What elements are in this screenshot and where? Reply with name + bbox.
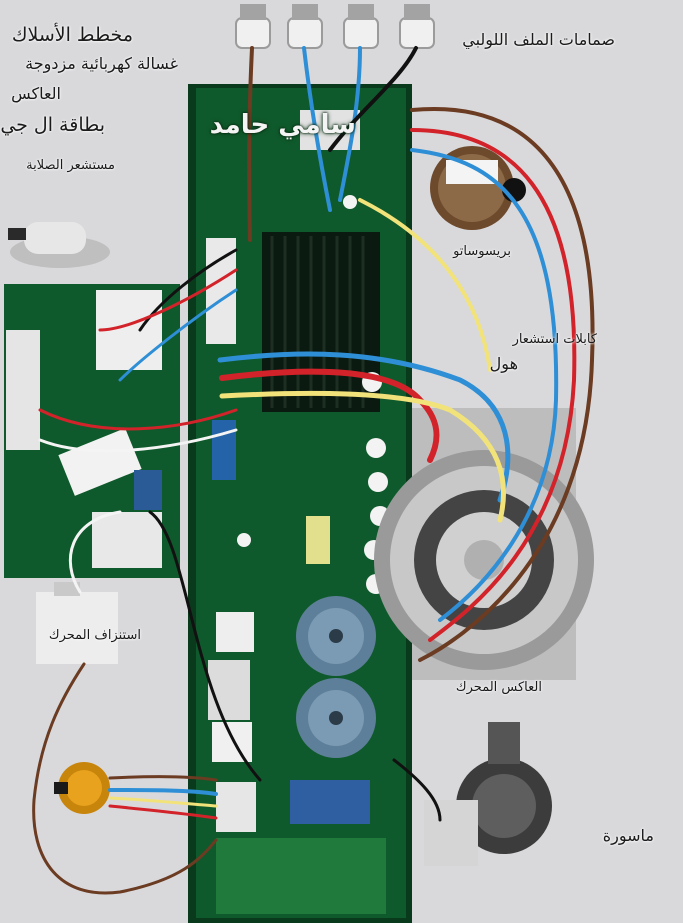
wires [32,46,595,895]
inverter-motor-label: العاكس المحرك [455,680,542,695]
choke [216,838,386,914]
blue-component [212,420,236,480]
solenoid-valves [235,17,435,49]
power-plug [54,762,110,814]
solenoid-valves-label: صمامات الملف اللولبي [462,30,615,49]
hall-label: هول [489,354,518,373]
inverter-motor [374,450,594,670]
connector-block [208,660,250,720]
connector-block [212,722,252,762]
hardness-sensor-label: مستشعر الصلابة [26,158,115,173]
pressostat-label: بريسوساتو [453,244,511,259]
capacitor [296,678,376,758]
hardness-sensor [8,222,110,268]
inverter-board [4,284,180,578]
motor-drain-label: استنزاف المحرك [48,628,141,643]
relay [306,516,330,564]
lg-card-label: بطاقة ال جي [0,114,105,136]
diagram-title: مخطط الأسلاك [11,24,133,46]
watermark-author: سامي حامد [209,110,356,140]
drain-pump [424,722,552,866]
connector-block [206,238,236,344]
heat-sink [262,232,380,412]
inverter-label: العاكس [11,84,61,103]
blue-component [290,780,370,824]
hall-cables-label: كابلات استشعار [512,332,597,347]
drain-motor-part [36,582,118,664]
connector-block [216,782,256,832]
connector-block [216,612,254,652]
main-control-board [188,84,412,923]
machine-type-label: غسالة كهربائية مزدوجة [25,54,178,73]
capacitor [296,596,376,676]
drain-pump-label: ماسورة [602,826,654,845]
pressostat-sensor [430,146,526,230]
